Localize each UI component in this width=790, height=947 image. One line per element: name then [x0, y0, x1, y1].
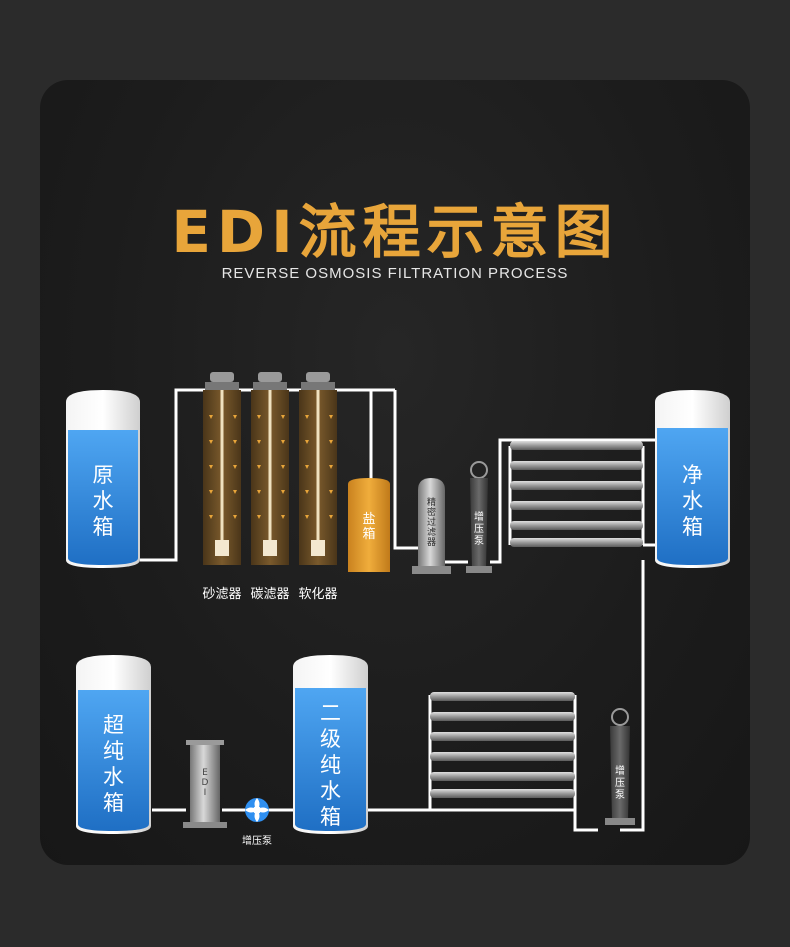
tank-ultra-pure-water	[76, 655, 151, 834]
pipe-to-bottom-membranes	[573, 695, 598, 832]
tank-pure-water	[655, 390, 730, 568]
salt-tank-label: 盐 箱	[362, 512, 376, 542]
page-title: EDI流程示意图	[171, 198, 619, 266]
ro-membranes-top	[510, 441, 643, 547]
secondary-tank-label: 二 级 纯 水 箱	[320, 701, 341, 829]
pipe-pump-to-membranes	[490, 438, 658, 564]
sand-filter-label: 砂滤器	[202, 587, 242, 602]
edi-unit	[183, 740, 227, 828]
ultra-pure-tank-label: 超 纯 水 箱	[103, 713, 124, 815]
booster-pump-bottom-label: 增压泵	[242, 836, 272, 847]
pipe-pure-down	[620, 560, 645, 832]
tank-raw-water	[66, 390, 140, 568]
booster-pump-mid	[605, 708, 635, 825]
page-subtitle: REVERSE OSMOSIS FILTRATION PROCESS	[221, 265, 569, 282]
raw-tank-label: 原 水 箱	[92, 463, 114, 539]
carbon-filter	[251, 372, 289, 565]
pipe-to-precision-filter	[393, 390, 418, 550]
salt-tank	[348, 478, 390, 572]
sand-filter	[203, 372, 241, 565]
pure-tank-label: 净 水 箱	[682, 463, 703, 539]
carbon-filter-label: 碳滤器	[250, 587, 290, 602]
tank-secondary-pure-water	[293, 655, 368, 834]
softener-label: 软化器	[298, 587, 338, 602]
filter-columns	[203, 372, 337, 565]
flow-arrows	[209, 415, 333, 519]
booster-pump-top-label: 增 压 泵	[474, 512, 484, 547]
booster-pump-bottom	[245, 798, 269, 822]
precision-filter	[412, 478, 451, 574]
edi-unit-label: E D I	[201, 768, 209, 798]
softener	[299, 372, 337, 565]
precision-filter-label: 精 密 过 滤 器	[426, 498, 436, 548]
booster-pump-mid-label: 增 压 泵	[615, 766, 625, 801]
ro-membranes-bottom	[430, 692, 575, 798]
booster-pump-top	[466, 461, 492, 573]
